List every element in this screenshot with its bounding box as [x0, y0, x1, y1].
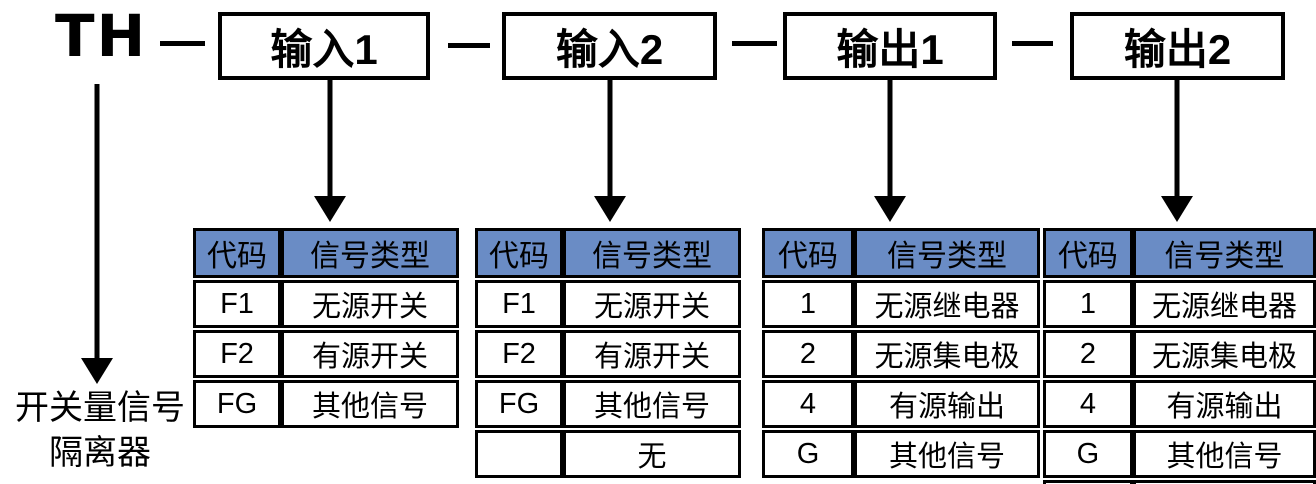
column-header-code: 代码 [475, 228, 563, 278]
dash-connector [448, 43, 490, 48]
table-row: FG 其他信号 [475, 380, 741, 428]
code-cell: 2 [762, 330, 854, 378]
table-row: F1 无源开关 [475, 280, 741, 328]
table-row: G 其他信号 [1043, 430, 1316, 478]
table-row: G 其他信号 [762, 430, 1040, 478]
column-header-code: 代码 [193, 228, 281, 278]
column-header-signal-type: 信号类型 [563, 228, 741, 278]
code-cell: 2 [1043, 330, 1133, 378]
signal-type-cell: 有源输出 [1132, 380, 1316, 428]
signal-type-cell: 有源开关 [563, 330, 741, 378]
dash-connector [1012, 41, 1053, 46]
table-row: 无 [1043, 480, 1316, 484]
table-row: F2 有源开关 [475, 330, 741, 378]
signal-type-cell: 其他信号 [281, 380, 459, 428]
table-row: 1 无源继电器 [1043, 280, 1316, 328]
code-table-output2: 代码 信号类型 1 无源继电器 2 无源集电极 4 有源输出 G 其他信号 无 [1043, 226, 1316, 484]
table-row: F1 无源开关 [193, 280, 459, 328]
table-header-row: 代码 信号类型 [475, 228, 741, 278]
column-header-code: 代码 [1043, 228, 1133, 278]
code-cell: F2 [475, 330, 563, 378]
code-cell: G [762, 430, 854, 478]
signal-type-cell: 有源开关 [281, 330, 459, 378]
table-row: 无 [475, 430, 741, 478]
table-row: 4 有源输出 [1043, 380, 1316, 428]
code-box-input2: 输入2 [502, 12, 717, 80]
dash-connector [160, 41, 205, 46]
code-cell: FG [193, 380, 281, 428]
down-arrow-prefix [81, 84, 113, 384]
code-box-output1: 输出1 [783, 12, 997, 80]
table-row: FG 其他信号 [193, 380, 459, 428]
signal-type-cell: 其他信号 [854, 430, 1040, 478]
code-cell: F1 [475, 280, 563, 328]
table-row: 4 有源输出 [762, 380, 1040, 428]
code-cell: G [1043, 430, 1133, 478]
prefix-caption-line2: 隔离器 [49, 434, 151, 472]
down-arrow-input1 [314, 80, 346, 222]
code-cell: 4 [1043, 380, 1133, 428]
table-header-row: 代码 信号类型 [762, 228, 1040, 278]
code-table-output1: 代码 信号类型 1 无源继电器 2 无源集电极 4 有源输出 G 其他信号 [762, 226, 1040, 480]
code-box-input1: 输入1 [218, 12, 430, 80]
code-cell: F1 [193, 280, 281, 328]
code-cell: 1 [1043, 280, 1133, 328]
arrow-head-icon [81, 358, 113, 384]
signal-type-cell: 其他信号 [1132, 430, 1316, 478]
code-cell: 1 [762, 280, 854, 328]
signal-type-cell: 无源集电极 [1132, 330, 1316, 378]
arrow-head-icon [874, 196, 906, 222]
signal-type-cell: 无 [1132, 480, 1316, 484]
signal-type-cell: 无源开关 [563, 280, 741, 328]
signal-type-cell: 无源开关 [281, 280, 459, 328]
arrow-shaft [607, 80, 613, 196]
arrow-shaft [1174, 80, 1180, 196]
code-cell: F2 [193, 330, 281, 378]
arrow-head-icon [1161, 196, 1193, 222]
code-cell: 4 [762, 380, 854, 428]
signal-type-cell: 其他信号 [563, 380, 741, 428]
code-cell [1043, 480, 1133, 484]
down-arrow-output1 [874, 80, 906, 222]
prefix-caption-line1: 开关量信号 [15, 389, 185, 427]
table-row: F2 有源开关 [193, 330, 459, 378]
arrow-head-icon [314, 196, 346, 222]
arrow-shaft [887, 80, 893, 196]
arrow-shaft [327, 80, 333, 196]
arrow-shaft [94, 84, 100, 358]
signal-type-cell: 无源集电极 [854, 330, 1040, 378]
column-header-code: 代码 [762, 228, 854, 278]
model-prefix-label: TH [55, 2, 148, 70]
signal-type-cell: 有源输出 [854, 380, 1040, 428]
dash-connector [732, 41, 777, 46]
prefix-caption: 开关量信号 隔离器 [0, 386, 200, 476]
table-row: 2 无源集电极 [1043, 330, 1316, 378]
signal-type-cell: 无源继电器 [854, 280, 1040, 328]
code-cell: FG [475, 380, 563, 428]
table-header-row: 代码 信号类型 [1043, 228, 1316, 278]
arrow-head-icon [594, 196, 626, 222]
table-header-row: 代码 信号类型 [193, 228, 459, 278]
signal-type-cell: 无源继电器 [1132, 280, 1316, 328]
code-cell [475, 430, 563, 478]
code-box-output2: 输出2 [1070, 12, 1285, 80]
column-header-signal-type: 信号类型 [854, 228, 1040, 278]
down-arrow-output2 [1161, 80, 1193, 222]
code-table-input2: 代码 信号类型 F1 无源开关 F2 有源开关 FG 其他信号 无 [475, 226, 741, 480]
table-row: 1 无源继电器 [762, 280, 1040, 328]
table-row: 2 无源集电极 [762, 330, 1040, 378]
code-table-input1: 代码 信号类型 F1 无源开关 F2 有源开关 FG 其他信号 [193, 226, 459, 430]
column-header-signal-type: 信号类型 [281, 228, 459, 278]
down-arrow-input2 [594, 80, 626, 222]
column-header-signal-type: 信号类型 [1132, 228, 1316, 278]
signal-type-cell: 无 [563, 430, 741, 478]
